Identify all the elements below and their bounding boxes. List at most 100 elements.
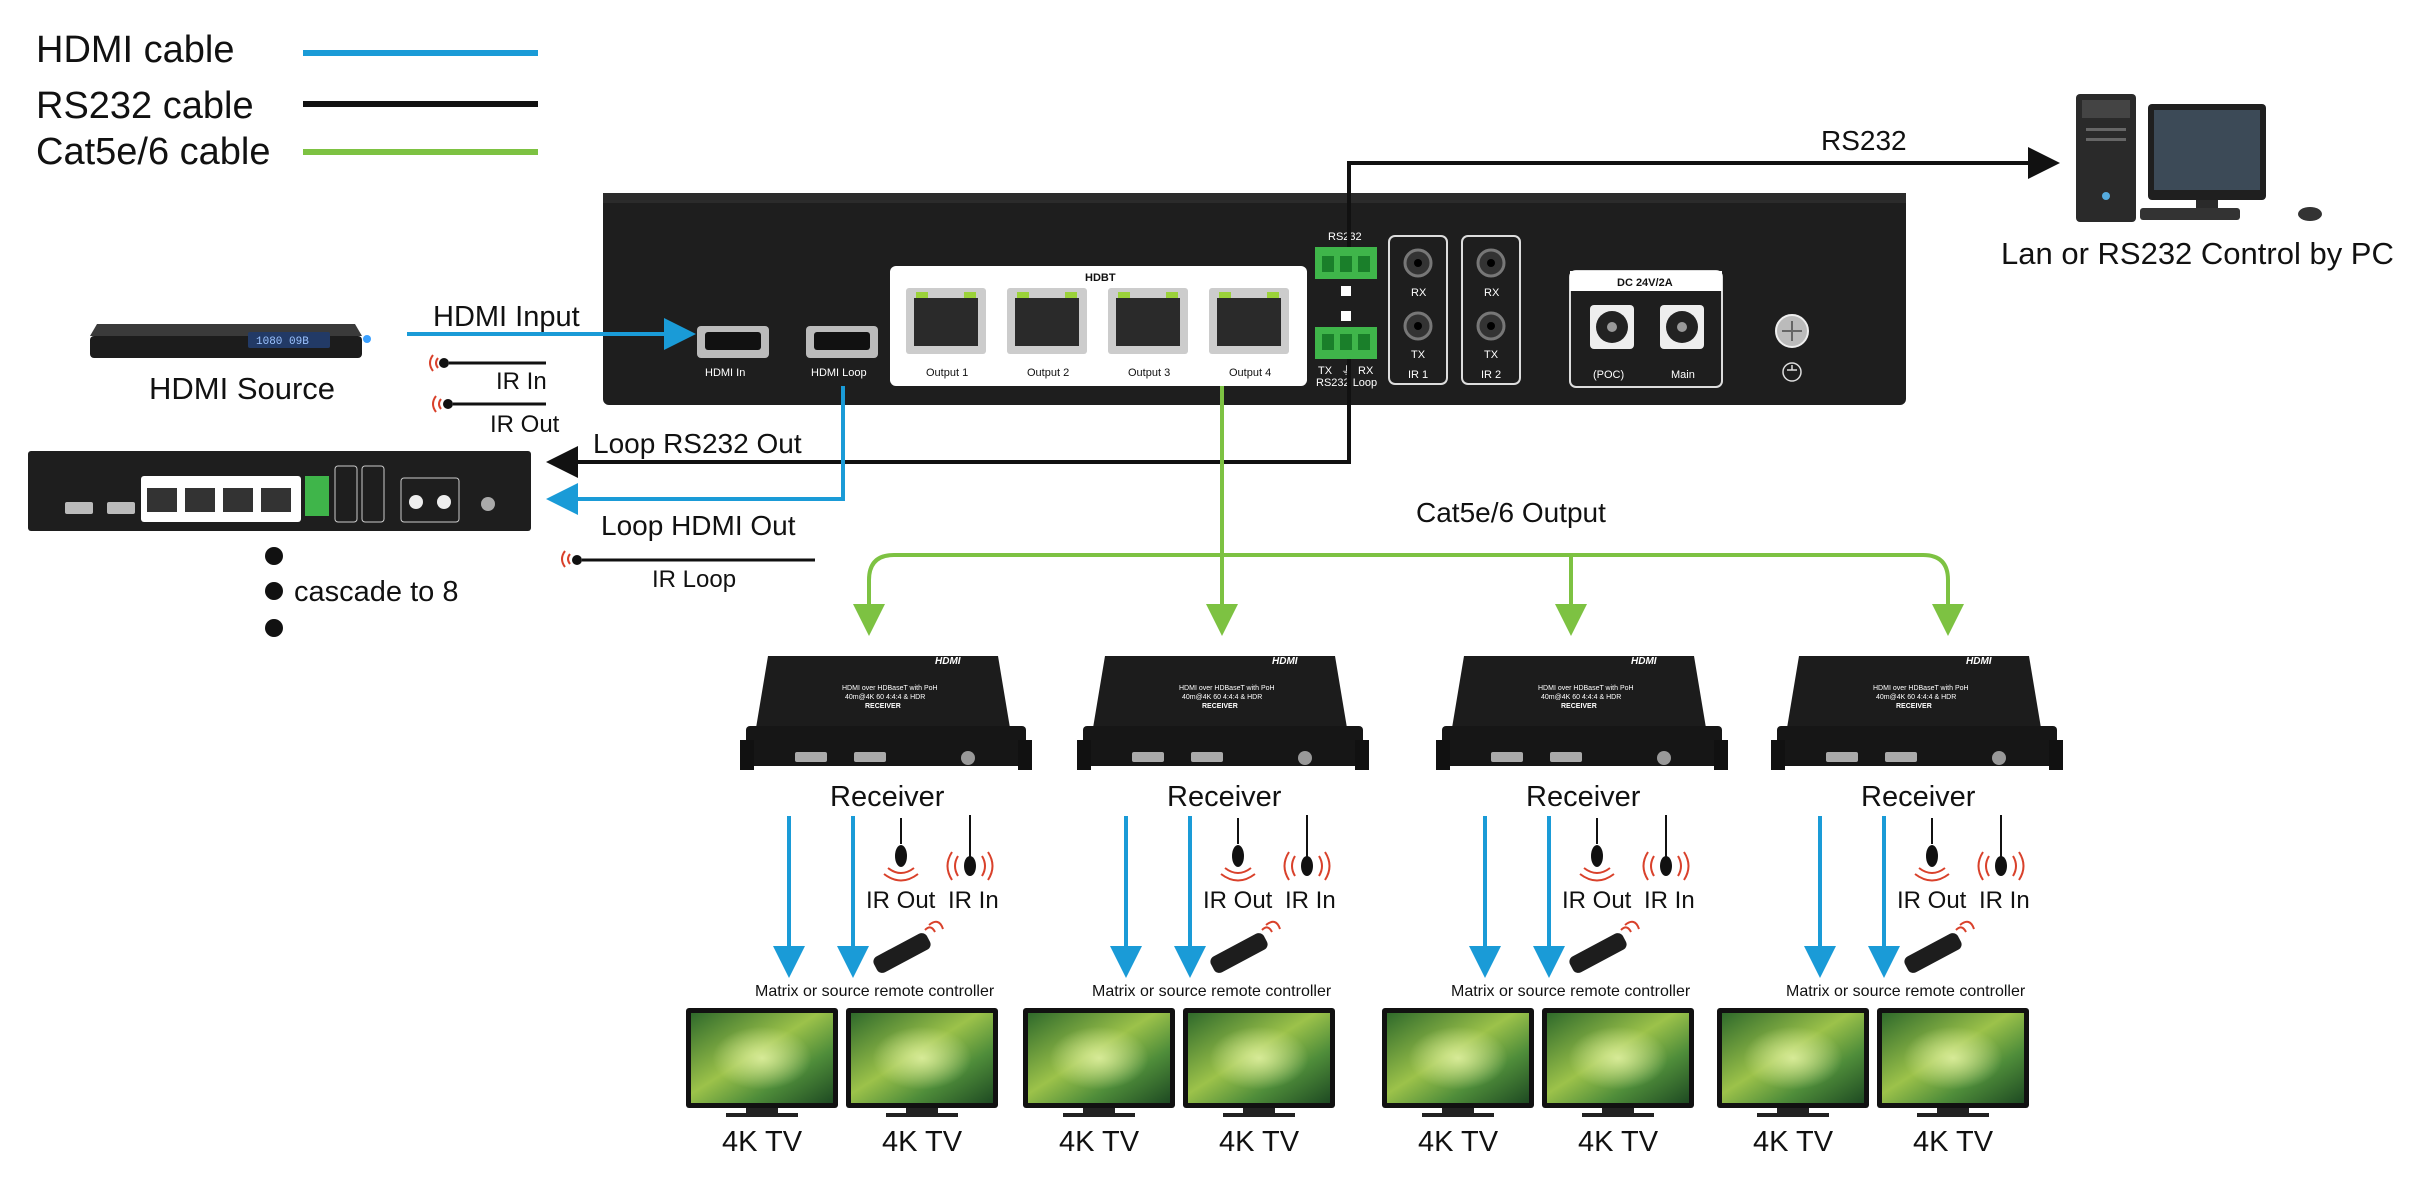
ir-emitter-icon <box>1914 818 1950 882</box>
svg-text:40m@4K 60 4:4:4 & HDR: 40m@4K 60 4:4:4 & HDR <box>1182 694 1262 701</box>
receiver-group: HDMI over HDBaseT with PoH 40m@4K 60 4:4:… <box>1023 656 1369 1158</box>
svg-text:40m@4K 60 4:4:4 & HDR: 40m@4K 60 4:4:4 & HDR <box>1541 694 1621 701</box>
output-label: Output 4 <box>1229 367 1271 379</box>
ir-in-label: IR In <box>496 368 547 395</box>
svg-text:RECEIVER: RECEIVER <box>1896 703 1932 710</box>
pc-label: Lan or RS232 Control by PC <box>2001 236 2394 271</box>
rs232-rx-label: RX <box>1358 365 1374 377</box>
svg-text:HDMI: HDMI <box>1966 656 1992 667</box>
ir1-panel: RX TX IR 1 <box>1388 235 1448 385</box>
rj45-port <box>185 488 215 512</box>
ir2-tx-label: TX <box>1484 349 1499 361</box>
hdmi-loop-label: HDMI Loop <box>811 367 867 379</box>
receiver-label: Receiver <box>1526 781 1641 813</box>
tv-label: 4K TV <box>1219 1126 1300 1158</box>
hdmi-loop-port: HDMI Loop <box>806 326 878 379</box>
tv-icon <box>1542 1008 1694 1117</box>
rj45-port: Output 2 <box>1007 288 1087 379</box>
receiver-label: Receiver <box>1167 781 1282 813</box>
cascade-dot <box>265 619 283 637</box>
receiver-label: Receiver <box>1861 781 1976 813</box>
hdmi-in-label: HDMI In <box>705 367 745 379</box>
remote-caption: Matrix or source remote controller <box>1451 983 1691 1000</box>
svg-text:RECEIVER: RECEIVER <box>1202 703 1238 710</box>
svg-text:HDMI over HDBaseT with PoH: HDMI over HDBaseT with PoH <box>1538 685 1634 692</box>
remote-controller-icon <box>873 920 944 973</box>
tv-icon <box>846 1008 998 1117</box>
tv-label: 4K TV <box>1418 1126 1499 1158</box>
tv-label: 4K TV <box>882 1126 963 1158</box>
legend-hdmi-label: HDMI cable <box>36 29 235 71</box>
ir-out-label: IR Out <box>490 411 560 438</box>
hdmi-source-device: 1080 09B <box>90 324 371 358</box>
ir1-label: IR 1 <box>1408 369 1428 381</box>
cascade-dot <box>265 582 283 600</box>
svg-text:HDMI: HDMI <box>1631 656 1657 667</box>
rs232-loop-label: RS232 Loop <box>1316 377 1377 389</box>
svg-text:40m@4K 60 4:4:4 & HDR: 40m@4K 60 4:4:4 & HDR <box>1876 694 1956 701</box>
ir2-rx-label: RX <box>1484 287 1500 299</box>
ir-out-emitter-icon <box>432 395 453 413</box>
remote-controller-icon <box>1904 920 1975 973</box>
remote-controller-icon <box>1210 920 1281 973</box>
hdmi-in-port: HDMI In <box>697 326 769 379</box>
pc-icon <box>2076 94 2322 222</box>
remote-caption: Matrix or source remote controller <box>1092 983 1332 1000</box>
cascade-label: cascade to 8 <box>294 576 458 608</box>
legend-cat-label: Cat5e/6 cable <box>36 131 271 173</box>
rj45-port <box>261 488 291 512</box>
legend: HDMI cable RS232 cable Cat5e/6 cable <box>36 29 538 173</box>
hdmi-source-label: HDMI Source <box>149 371 335 406</box>
receiver-ir-in-label: IR In <box>948 887 999 914</box>
receiver-ir-out-label: IR Out <box>1562 887 1632 914</box>
tv-icon <box>686 1008 838 1117</box>
svg-text:40m@4K 60 4:4:4 & HDR: 40m@4K 60 4:4:4 & HDR <box>845 694 925 701</box>
rs232-terminal-label: RS232 <box>1328 231 1362 243</box>
rs232-terminal: RS232 TX RX ⏚ RS232 Loop <box>1315 231 1377 389</box>
rs232-pc-cable <box>1347 147 2060 247</box>
tv-icon <box>1382 1008 1534 1117</box>
tv-label: 4K TV <box>1059 1126 1140 1158</box>
tv-icon <box>1183 1008 1335 1117</box>
ir2-label: IR 2 <box>1481 369 1501 381</box>
loop-hdmi-cable <box>546 386 845 515</box>
loop-hdmi-out-label: Loop HDMI Out <box>601 510 796 541</box>
rs232-top-label: RS232 <box>1821 125 1907 156</box>
remote-controller-icon <box>1569 920 1640 973</box>
cat-cable-bus <box>867 553 1950 628</box>
dc-panel: DC 24V/2A (POC) Main <box>1569 270 1723 388</box>
dc-main-label: Main <box>1671 369 1695 381</box>
cascade-device <box>28 451 531 531</box>
ir-receiver-icon <box>1283 815 1331 881</box>
dc-poc-label: (POC) <box>1593 369 1624 381</box>
ground-screw-icon <box>1775 314 1809 382</box>
ir2-panel: RX TX IR 2 <box>1461 235 1521 385</box>
output-label: Output 2 <box>1027 367 1069 379</box>
receiver-ir-in-label: IR In <box>1285 887 1336 914</box>
cat-output-label: Cat5e/6 Output <box>1416 497 1606 528</box>
ir-emitter-icon <box>883 818 919 882</box>
tv-label: 4K TV <box>1753 1126 1834 1158</box>
svg-text:HDMI: HDMI <box>935 656 961 667</box>
remote-caption: Matrix or source remote controller <box>1786 983 2026 1000</box>
svg-text:HDMI over HDBaseT with PoH: HDMI over HDBaseT with PoH <box>1179 685 1275 692</box>
ir-emitter-icon <box>1220 818 1256 882</box>
dc-label: DC 24V/2A <box>1617 277 1673 289</box>
ir-receiver-icon <box>1642 815 1690 881</box>
rj45-port: Output 3 <box>1108 288 1188 379</box>
receiver-ir-out-label: IR Out <box>866 887 936 914</box>
receiver-ir-out-label: IR Out <box>1203 887 1273 914</box>
ir1-tx-label: TX <box>1411 349 1426 361</box>
rj45-port <box>223 488 253 512</box>
ir1-rx-label: RX <box>1411 287 1427 299</box>
receiver-ir-in-label: IR In <box>1979 887 2030 914</box>
cascade-dot <box>265 547 283 565</box>
receiver-ir-in-label: IR In <box>1644 887 1695 914</box>
svg-text:HDMI over HDBaseT with PoH: HDMI over HDBaseT with PoH <box>1873 685 1969 692</box>
rj45-port: Output 4 <box>1209 288 1289 379</box>
tv-icon <box>1717 1008 1869 1117</box>
